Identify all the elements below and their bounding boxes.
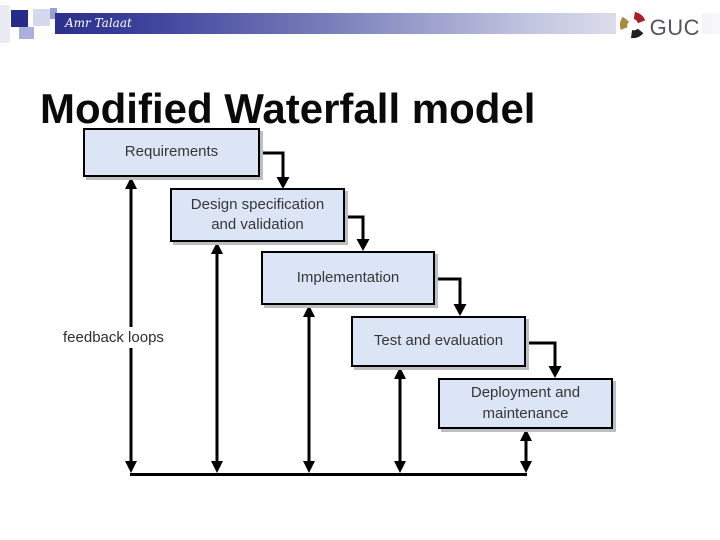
feedback-loops-label: feedback loops [58, 327, 169, 348]
flow-box-implementation: Implementation [261, 251, 435, 305]
guc-swirl-icon [618, 10, 648, 45]
pixel-decoration-lavender-square [33, 9, 50, 26]
flow-box-deployment: Deployment and maintenance [438, 378, 613, 429]
pixel-decoration-periwinkle-square [19, 27, 34, 39]
guc-logo: GUC [615, 8, 702, 47]
flow-box-label: Implementation [296, 268, 400, 286]
flow-box-label: Design specification and validation [190, 195, 325, 233]
flow-box-label: Requirements [124, 143, 219, 161]
author-name: Amr Talaat [65, 16, 132, 30]
flow-box-requirements: Requirements [83, 128, 260, 177]
flow-box-design: Design specification and validation [170, 188, 345, 242]
pixel-decoration-strip [0, 5, 10, 43]
flow-box-label: Test and evaluation [373, 332, 504, 350]
pixel-decoration-navy-square [11, 10, 28, 27]
pixel-decoration-small-square [50, 8, 57, 19]
flow-box-test: Test and evaluation [351, 316, 526, 367]
slide-title: Modified Waterfall model [40, 85, 536, 133]
guc-logo-text: GUC [649, 14, 700, 40]
flow-box-label: Deployment and maintenance [470, 384, 581, 422]
header-gradient-bar: Amr Talaat [55, 13, 720, 34]
